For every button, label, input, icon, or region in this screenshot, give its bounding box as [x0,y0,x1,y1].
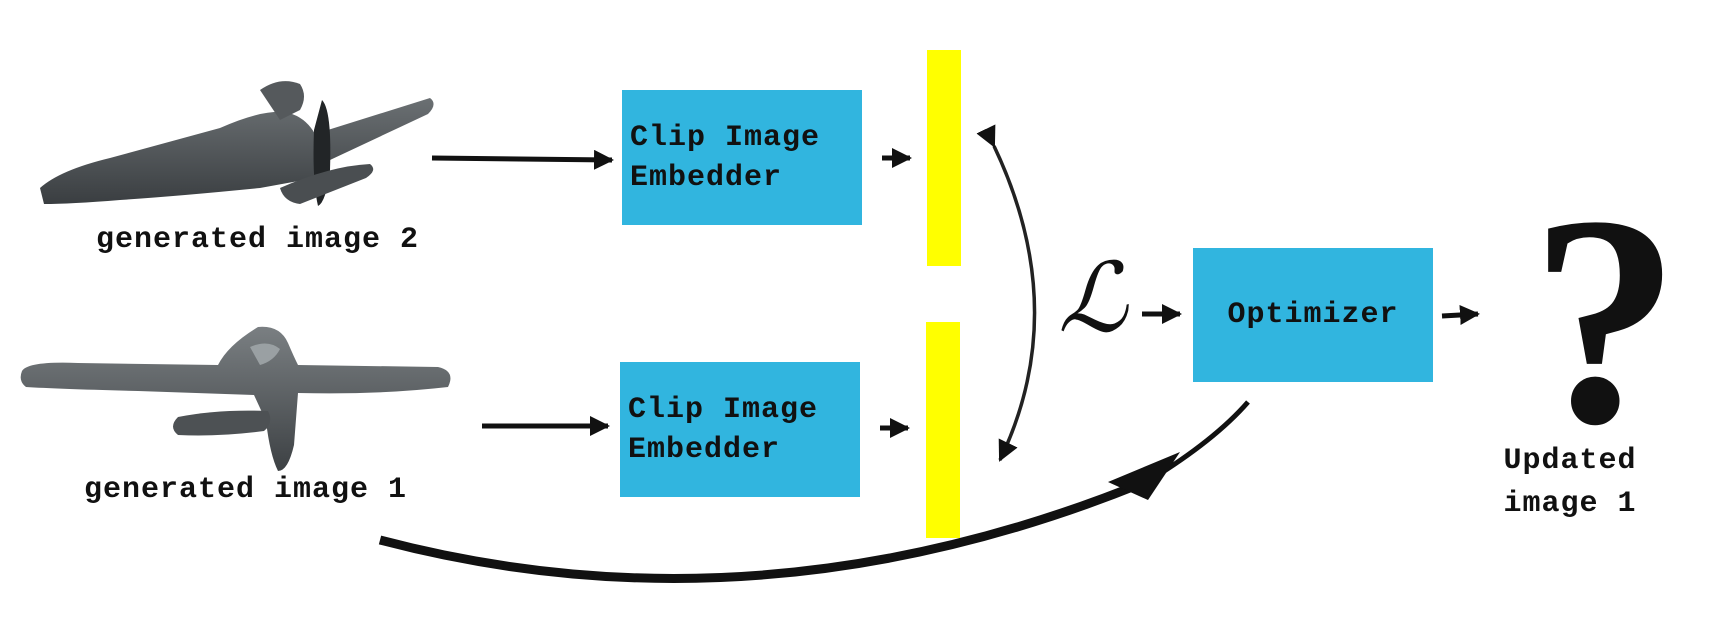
updated-caption-line2: image 1 [1503,487,1637,521]
optimizer-box: Optimizer [1193,248,1433,382]
curve-arrowhead [1108,452,1180,500]
updated-image-caption: Updated image 1 [1460,440,1680,526]
image-2-caption: generated image 2 [96,223,420,257]
embedder-label-line1: Clip Image [630,120,821,155]
updated-caption-line1: Updated [1503,444,1637,478]
clip-embedder-box-top: Clip Image Embedder [622,90,862,225]
question-mark-icon: ? [1530,154,1680,486]
image-1-caption: generated image 1 [84,473,408,507]
optimizer-label: Optimizer [1227,298,1399,332]
embedder-label-line2: Embedder [630,160,783,195]
embedding-bar-bottom [926,322,960,538]
airplane-icon [20,326,451,471]
loss-bidirectional-arrow [976,124,1037,462]
image1-to-optimizer-curve [378,475,1152,583]
embedding-bar-top [927,50,961,266]
loss-symbol: ℒ [1058,242,1128,354]
embedder-label-line1: Clip Image [628,392,819,427]
image2-to-embedder-arrow [431,149,614,170]
embedder-label-line2: Embedder [628,432,781,467]
optimizer-to-output-arrow [1441,305,1480,325]
clip-embedder-box-bottom: Clip Image Embedder [620,362,860,497]
airplane-icon [40,81,434,206]
